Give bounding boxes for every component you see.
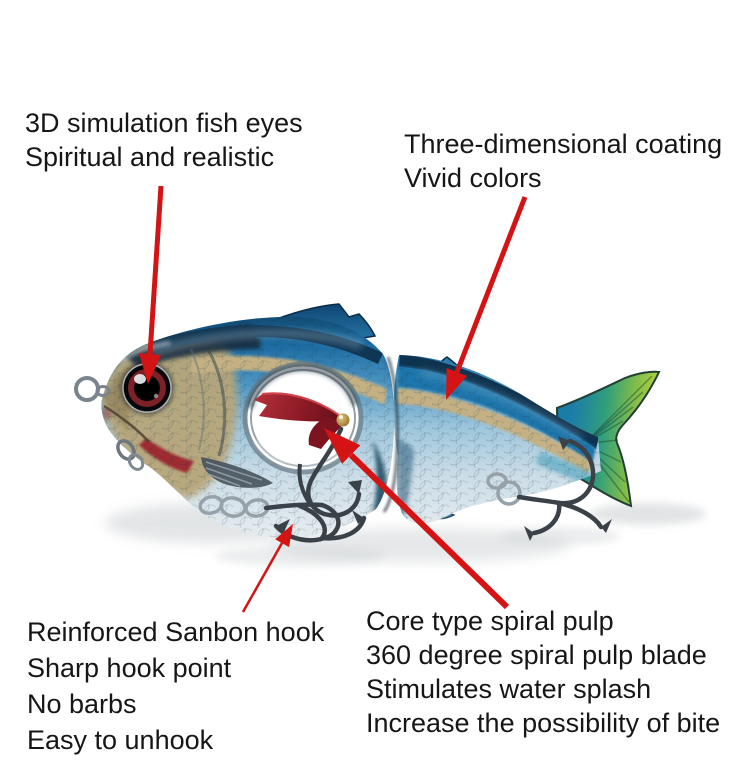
callout-line: Stimulates water splash	[366, 674, 652, 704]
callout-line: Spiritual and realistic	[25, 142, 275, 172]
rear-hook-points	[524, 436, 612, 541]
blade-lower-arm	[308, 417, 344, 449]
callout-line: No barbs	[27, 689, 137, 719]
callout-line: Three-dimensional coating	[404, 129, 723, 159]
callout-line: Reinforced Sanbon hook	[27, 617, 325, 647]
callout-line: Increase the possibility of bite	[366, 708, 721, 738]
callout-line: Easy to unhook	[27, 725, 214, 755]
front-hook-points	[276, 480, 364, 534]
arrow-hook	[241, 524, 293, 613]
callout-line: Sharp hook point	[27, 653, 232, 683]
callout-spiral-pulp: Core type spiral pulp 360 degree spiral …	[366, 604, 720, 740]
annotation-arrows	[139, 185, 528, 613]
nose-ring	[74, 376, 111, 402]
callout-fish-eyes: 3D simulation fish eyes Spiritual and re…	[25, 106, 303, 174]
rear-treble-hook	[486, 436, 612, 541]
callout-line: 360 degree spiral pulp blade	[366, 640, 707, 670]
chin-hanger	[116, 439, 145, 471]
callout-hook: Reinforced Sanbon hook Sharp hook point …	[27, 614, 324, 758]
callout-line: Core type spiral pulp	[366, 606, 614, 636]
mouth-line	[103, 404, 150, 443]
blade-upper-arm	[254, 392, 342, 422]
callout-line: 3D simulation fish eyes	[25, 108, 303, 138]
blade-bead	[336, 413, 350, 427]
body-joint-gap	[382, 356, 400, 513]
callout-coating: Three-dimensional coating Vivid colors	[404, 127, 722, 195]
arrow-coating	[446, 196, 528, 400]
arrow-eyes	[139, 185, 164, 384]
callout-line: Vivid colors	[404, 163, 542, 193]
arrow-spiral-pulp	[324, 428, 510, 610]
